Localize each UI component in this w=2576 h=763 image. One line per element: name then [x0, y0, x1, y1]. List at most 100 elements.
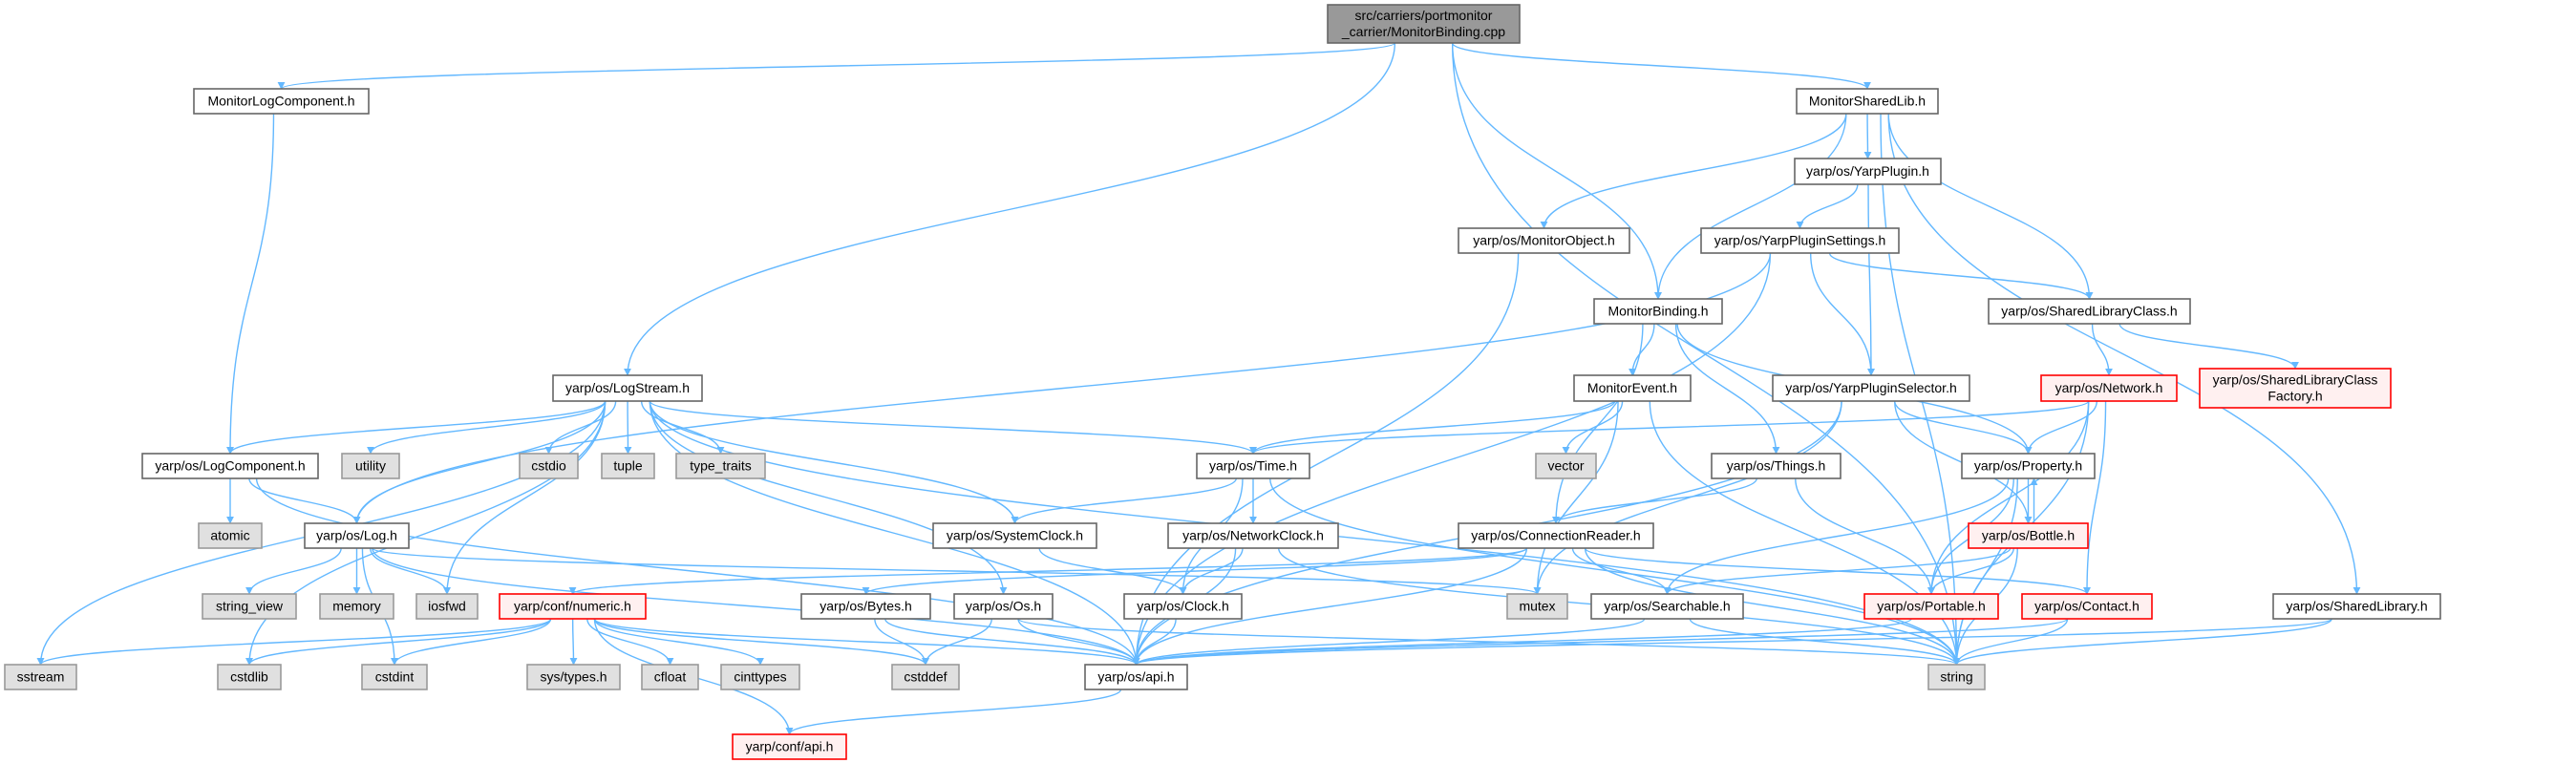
include-edge-contact-to-string	[1952, 618, 2069, 666]
header-node[interactable]: yarp/os/Bytes.h	[800, 593, 931, 620]
include-edge-lst-to-os	[649, 400, 1008, 595]
node-label: yarp/os/api.h	[1097, 669, 1174, 685]
node-label: yarp/os/Network.h	[2055, 380, 2163, 395]
node-box	[319, 593, 394, 620]
node-box	[1590, 593, 1744, 620]
system-header-node: type_traits	[675, 453, 766, 479]
root-file-node[interactable]: src/carriers/portmonitor_carrier/Monitor…	[1327, 4, 1521, 44]
node-box	[1927, 664, 1986, 690]
header-node[interactable]: yarp/conf/numeric.h	[499, 593, 647, 620]
header-node[interactable]: yarp/conf/api.h	[732, 733, 847, 760]
edge-layer	[36, 42, 2361, 735]
include-edge-portable-to-api	[1132, 618, 1912, 666]
header-node[interactable]: MonitorLogComponent.h	[193, 88, 370, 115]
header-node[interactable]: yarp/os/YarpPlugin.h	[1794, 158, 1942, 185]
header-node[interactable]: yarp/os/Searchable.h	[1590, 593, 1744, 620]
node-box	[519, 453, 579, 479]
include-edge-slc-to-net	[2091, 323, 2113, 376]
node-box	[202, 593, 297, 620]
header-node[interactable]: yarp/os/LogComponent.h	[141, 453, 319, 479]
node-label: string	[1940, 669, 1972, 685]
header-node[interactable]: yarp/os/MonitorObject.h	[1458, 227, 1630, 254]
node-label: yarp/os/Bottle.h	[1982, 528, 2075, 543]
include-edge-sharedlib-to-api	[1132, 618, 2332, 666]
header-node[interactable]: yarp/os/LogStream.h	[552, 374, 703, 402]
node-box	[891, 664, 960, 690]
include-edge-connr-to-string	[1584, 547, 1961, 666]
system-header-node: utility	[341, 453, 400, 479]
node-label: yarp/os/Things.h	[1727, 458, 1826, 474]
node-label: yarp/os/ConnectionReader.h	[1471, 528, 1640, 543]
include-edge-root-to-string	[1451, 42, 1961, 666]
header-node[interactable]: yarp/os/SharedLibrary.h	[2272, 593, 2441, 620]
header-node[interactable]: yarp/os/Things.h	[1711, 453, 1842, 479]
header-node[interactable]: yarp/os/ConnectionReader.h	[1458, 522, 1654, 549]
node-box	[1458, 522, 1654, 549]
node-box	[1961, 453, 2096, 479]
include-edge-connr-to-contact	[1584, 547, 2091, 595]
node-label: yarp/os/Portable.h	[1877, 599, 1986, 614]
node-label: MonitorSharedLib.h	[1809, 94, 1926, 109]
header-node[interactable]: yarp/os/Portable.h	[1863, 593, 1999, 620]
include-edge-searchable-to-api	[1132, 618, 1646, 666]
system-header-node: cstdlib	[217, 664, 282, 690]
header-node[interactable]: yarp/os/Property.h	[1961, 453, 2096, 479]
include-edge-contact-to-api	[1132, 618, 2069, 666]
header-node[interactable]: yarp/os/SystemClock.h	[932, 522, 1097, 549]
include-edge-lst-to-lcomp	[226, 400, 607, 455]
header-node[interactable]: MonitorSharedLib.h	[1796, 88, 1939, 115]
include-edge-mev-to-time	[1249, 400, 1616, 455]
include-edge-msl-to-mbh	[1654, 113, 1847, 300]
include-edge-mbh-to-mev	[1629, 323, 1655, 376]
header-node[interactable]: yarp/os/Network.h	[2040, 374, 2178, 402]
header-node[interactable]: yarp/os/YarpPluginSelector.h	[1772, 374, 1970, 402]
include-edge-prop-to-searchable	[1663, 477, 2010, 595]
node-label: yarp/conf/api.h	[746, 739, 834, 754]
system-header-node: cinttypes	[720, 664, 800, 690]
node-box	[1167, 522, 1339, 549]
include-edge-bytes-to-api	[884, 618, 1140, 666]
header-node[interactable]: yarp/os/Time.h	[1196, 453, 1310, 479]
include-edge-ypl-to-yps	[1796, 183, 1859, 229]
system-header-node: tuple	[601, 453, 655, 479]
include-edge-lst-to-time	[649, 400, 1257, 455]
header-node[interactable]: yarp/os/NetworkClock.h	[1167, 522, 1339, 549]
node-box	[720, 664, 800, 690]
system-header-node: mutex	[1506, 593, 1568, 620]
include-edge-lcomp-to-log	[248, 477, 361, 524]
include-edge-yps-to-ysel	[1809, 252, 1875, 376]
system-header-node: cfloat	[641, 664, 699, 690]
header-node[interactable]: yarp/os/Clock.h	[1123, 593, 1243, 620]
node-label: MonitorEvent.h	[1587, 380, 1677, 395]
header-node[interactable]: yarp/os/Bottle.h	[1968, 522, 2089, 549]
node-box	[1794, 158, 1942, 185]
header-node[interactable]: yarp/os/Os.h	[953, 593, 1054, 620]
node-box	[1196, 453, 1310, 479]
include-edge-log-to-api	[372, 547, 1140, 666]
node-label: yarp/os/SharedLibraryClass	[2213, 372, 2378, 388]
node-box	[1988, 298, 2191, 325]
header-node[interactable]: MonitorEvent.h	[1573, 374, 1692, 402]
node-label: Factory.h	[2267, 389, 2322, 404]
include-edge-net-to-time	[1249, 400, 2090, 455]
node-label: MonitorLogComponent.h	[207, 94, 354, 109]
include-edge-msl-to-slc	[1887, 113, 2094, 300]
node-box	[1535, 453, 1597, 479]
node-label: tuple	[613, 458, 643, 474]
header-node[interactable]: yarp/os/api.h	[1084, 664, 1188, 690]
header-node[interactable]: yarp/os/YarpPluginSettings.h	[1700, 227, 1900, 254]
include-edge-bottle-to-portable	[1927, 547, 2014, 595]
system-header-node: cstdio	[519, 453, 579, 479]
header-node[interactable]: MonitorBinding.h	[1593, 298, 1723, 325]
node-box	[499, 593, 647, 620]
node-label: atomic	[210, 528, 249, 543]
include-edge-connr-to-numeric	[568, 547, 1528, 595]
node-box	[1123, 593, 1243, 620]
header-node[interactable]: yarp/os/Contact.h	[2021, 593, 2153, 620]
header-node[interactable]: yarp/os/Log.h	[304, 522, 410, 549]
header-node[interactable]: yarp/os/SharedLibraryClass.h	[1988, 298, 2191, 325]
node-box	[1084, 664, 1188, 690]
node-label: iosfwd	[428, 599, 466, 614]
include-edge-numeric-to-cinttypes	[593, 618, 764, 666]
